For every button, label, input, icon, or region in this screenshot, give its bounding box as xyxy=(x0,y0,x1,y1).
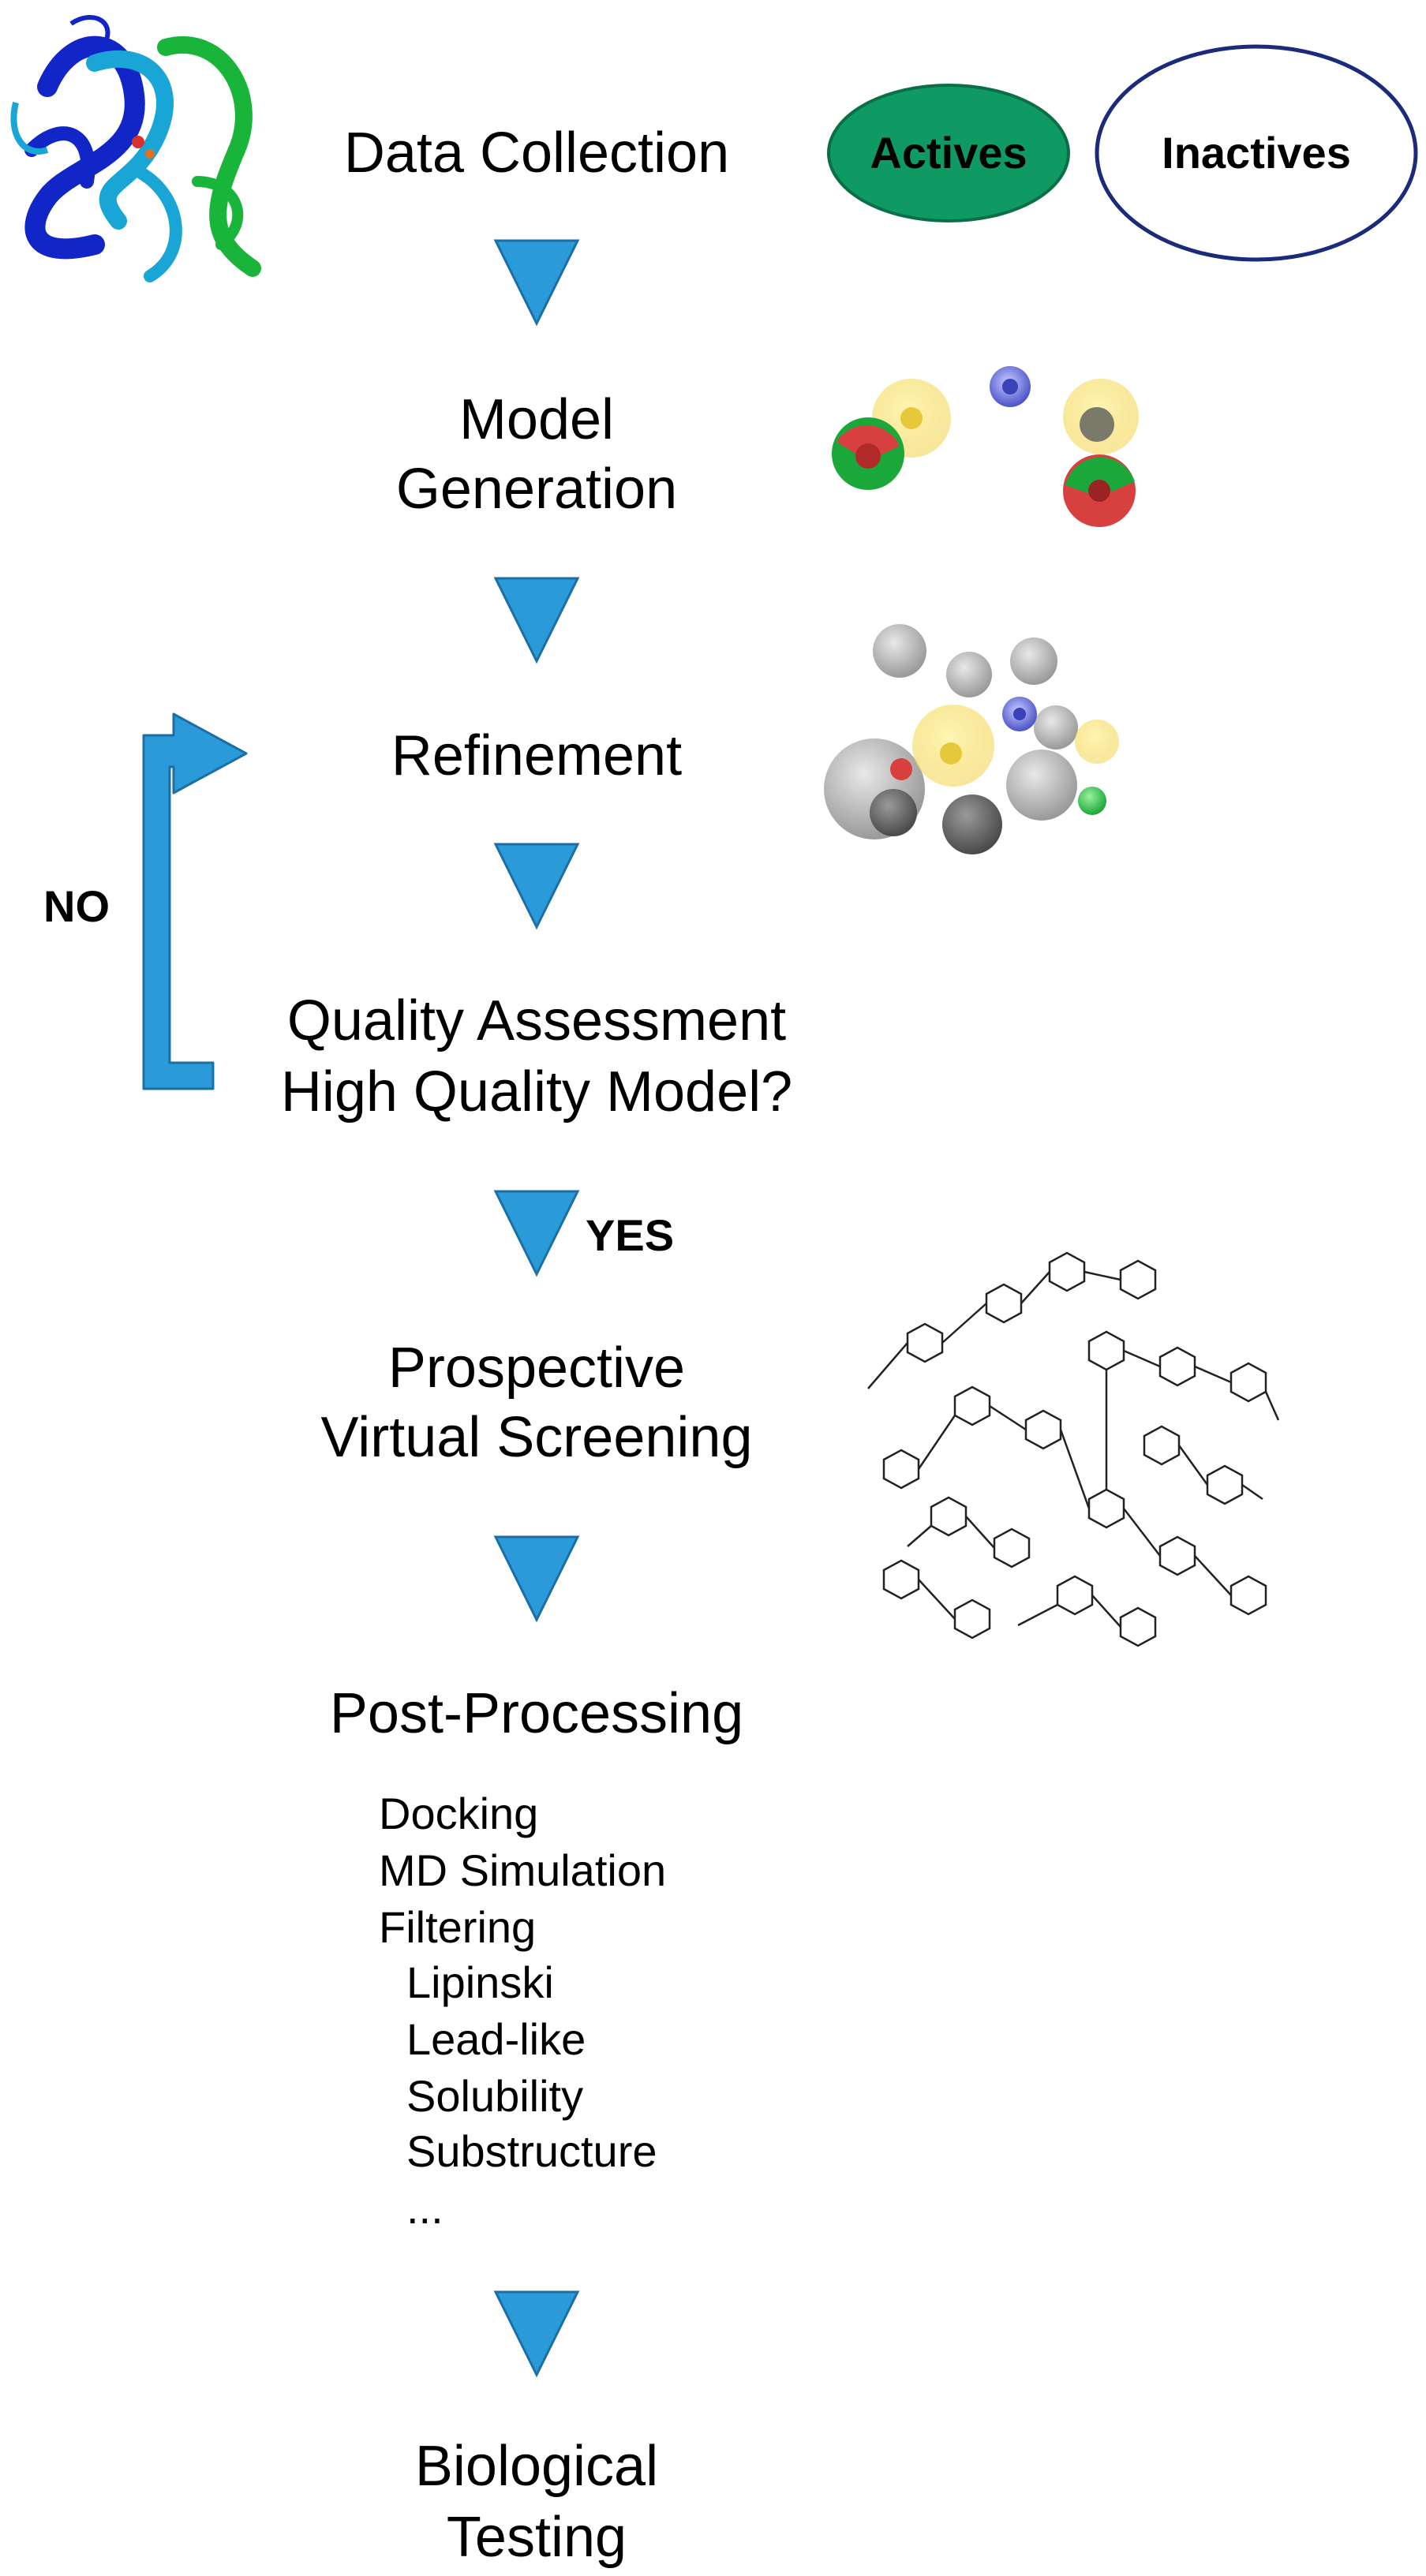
down-arrow-icon xyxy=(493,577,580,664)
step-model-generation-line-2: Generation xyxy=(396,458,677,521)
step-data-collection: Data Collection xyxy=(344,122,729,185)
protein-structure-icon xyxy=(10,14,261,282)
step-quality-assessment-line-1: Quality Assessment xyxy=(287,989,786,1052)
step-biological-testing-line-1: Biological xyxy=(415,2435,658,2498)
inactives-set: Inactives xyxy=(1095,44,1418,262)
down-arrow-icon xyxy=(493,2290,580,2378)
down-arrow-icon xyxy=(493,239,580,327)
pharmacophore-model-icon xyxy=(832,366,1139,527)
no-label: NO xyxy=(43,881,110,931)
step-quality-assessment-line-2: High Quality Model? xyxy=(281,1060,792,1123)
svg-text:Inactives: Inactives xyxy=(1162,128,1351,178)
list-item: Filtering xyxy=(379,1902,536,1952)
molecule-library-icon xyxy=(867,1251,1280,1647)
step-model-generation-line-1: Model xyxy=(459,388,614,451)
down-arrow-icon xyxy=(493,1535,580,1623)
list-item: MD Simulation xyxy=(379,1845,666,1895)
feedback-loop-arrow xyxy=(142,712,248,1090)
down-arrow-icon xyxy=(493,1190,580,1277)
actives-set: Actives xyxy=(827,84,1070,222)
list-item: Lead-like xyxy=(406,2014,586,2064)
list-item: Solubility xyxy=(406,2071,583,2121)
list-item: Lipinski xyxy=(406,1957,554,2007)
step-virtual-screening-line-2: Virtual Screening xyxy=(321,1406,753,1469)
list-item: Substructure xyxy=(406,2126,657,2176)
down-arrow-icon xyxy=(493,843,580,930)
svg-text:Actives: Actives xyxy=(870,128,1027,178)
step-biological-testing-line-2: Testing xyxy=(447,2506,627,2569)
step-virtual-screening-line-1: Prospective xyxy=(388,1337,685,1400)
post-processing-list: Docking MD Simulation Filtering Lipinski… xyxy=(379,1789,666,2233)
list-item: ... xyxy=(406,2183,444,2233)
step-post-processing: Post-Processing xyxy=(330,1682,743,1745)
list-item: Docking xyxy=(379,1789,538,1838)
yes-label: YES xyxy=(586,1210,674,1260)
step-refinement: Refinement xyxy=(391,724,682,787)
refined-pharmacophore-icon xyxy=(824,624,1119,854)
